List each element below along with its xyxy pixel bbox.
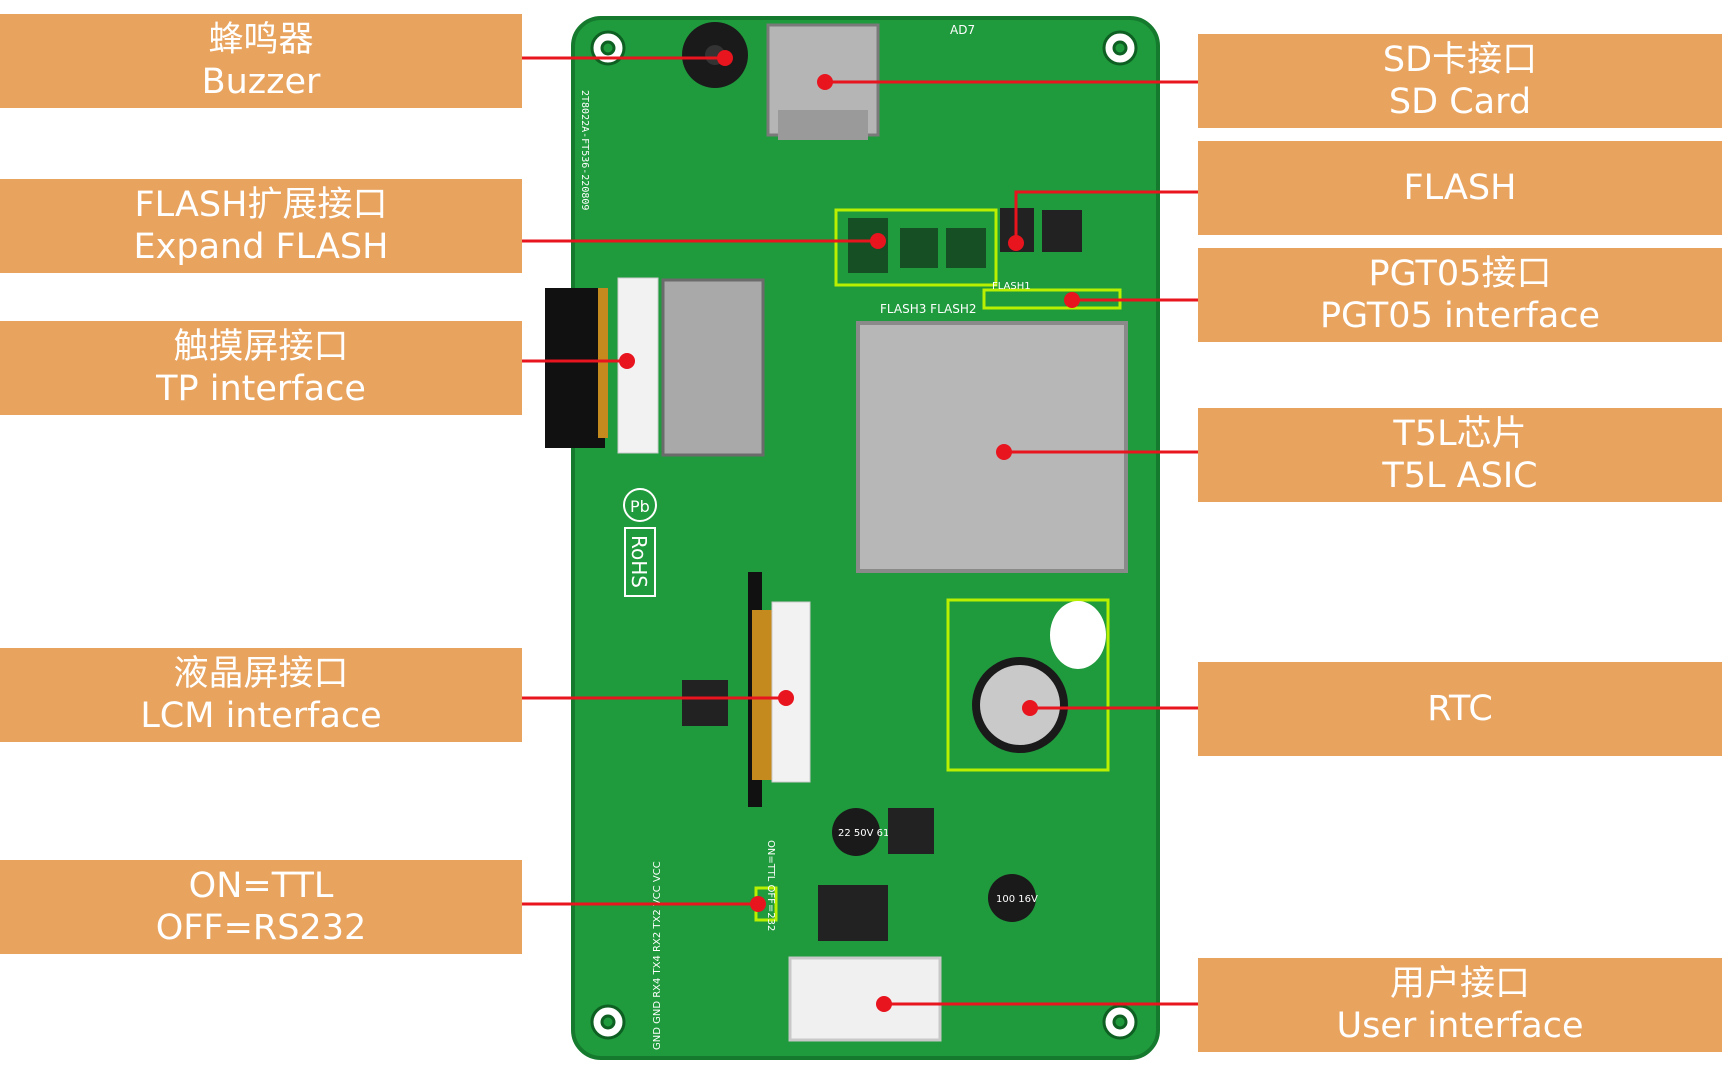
rtc-white-pad — [1050, 601, 1106, 669]
callout-expand-flash-en: Expand FLASH — [133, 227, 389, 267]
callout-user-en: User interface — [1336, 1006, 1584, 1046]
callout-user-interface: 用户接口 User interface — [1198, 958, 1722, 1052]
callout-buzzer-en: Buzzer — [201, 62, 321, 102]
callout-user-zh: 用户接口 — [1389, 964, 1530, 1004]
rohs-text: RoHS — [627, 535, 651, 588]
callout-expand-flash: FLASH扩展接口 Expand FLASH — [0, 179, 522, 273]
callout-ttl-switch: ON=TTL OFF=RS232 — [0, 860, 522, 954]
callout-tp-en: TP interface — [156, 369, 366, 409]
callout-buzzer-zh: 蜂鸣器 — [208, 20, 314, 60]
inductor — [682, 680, 728, 726]
callout-sd-zh: SD卡接口 — [1382, 40, 1538, 80]
flash1-label: FLASH1 — [992, 281, 1031, 292]
callout-pgt05-zh: PGT05接口 — [1368, 254, 1552, 294]
callout-lcm-en: LCM interface — [140, 696, 382, 736]
expand-flash-area — [834, 208, 998, 287]
callout-pgt05-en: PGT05 interface — [1319, 296, 1601, 336]
callout-buzzer: 蜂鸣器 Buzzer — [0, 14, 522, 108]
capacitor-2 — [988, 874, 1036, 922]
callout-t5l-zh: T5L芯片 — [1393, 414, 1527, 454]
pin-labels: GND GND RX4 TX4 RX2 TX2 VCC VCC — [652, 861, 663, 1050]
callout-rtc-zh: RTC — [1427, 689, 1493, 729]
callout-lcm-zh: 液晶屏接口 — [173, 654, 349, 694]
callout-tp-interface: 触摸屏接口 TP interface — [0, 321, 522, 415]
switch-label: ON=TTL OFF=232 — [765, 840, 776, 931]
pb-text: Pb — [630, 497, 650, 516]
callout-t5l: T5L芯片 T5L ASIC — [1198, 408, 1722, 502]
callout-expand-flash-zh: FLASH扩展接口 — [134, 185, 388, 225]
leader-flash — [1014, 190, 1198, 243]
shield-can-small — [661, 278, 765, 457]
power-inductor — [888, 808, 934, 854]
t5l-shield — [856, 321, 1128, 573]
callout-tp-zh: 触摸屏接口 — [173, 327, 349, 367]
tp-ribbon — [545, 288, 605, 448]
callout-sd-card: SD卡接口 SD Card — [1198, 34, 1722, 128]
callout-flash: FLASH — [1198, 141, 1722, 235]
capacitor-2-label: 100 16V — [996, 894, 1038, 905]
callout-rtc: RTC — [1198, 662, 1722, 756]
mounting-holes — [590, 30, 1138, 1040]
callout-t5l-en: T5L ASIC — [1382, 456, 1538, 496]
ad7-label: AD7 — [950, 23, 975, 37]
part-number: 2T8022A-FT536-220809 — [579, 90, 590, 210]
callout-ttl-off: OFF=RS232 — [155, 908, 367, 948]
callout-ttl-on: ON=TTL — [188, 866, 334, 906]
callout-lcm-interface: 液晶屏接口 LCM interface — [0, 648, 522, 742]
flash-labels: FLASH3 FLASH2 — [880, 302, 977, 316]
callout-pgt05: PGT05接口 PGT05 interface — [1198, 248, 1722, 342]
regulator — [818, 885, 888, 941]
capacitor-1 — [832, 808, 880, 856]
rtc-area — [946, 598, 1110, 772]
capacitor-1-label: 22 50V 61C — [838, 828, 896, 839]
callout-sd-en: SD Card — [1388, 82, 1532, 122]
callout-flash-zh: FLASH — [1403, 168, 1517, 208]
pb-mark — [623, 488, 657, 522]
user-connector — [788, 956, 942, 1042]
